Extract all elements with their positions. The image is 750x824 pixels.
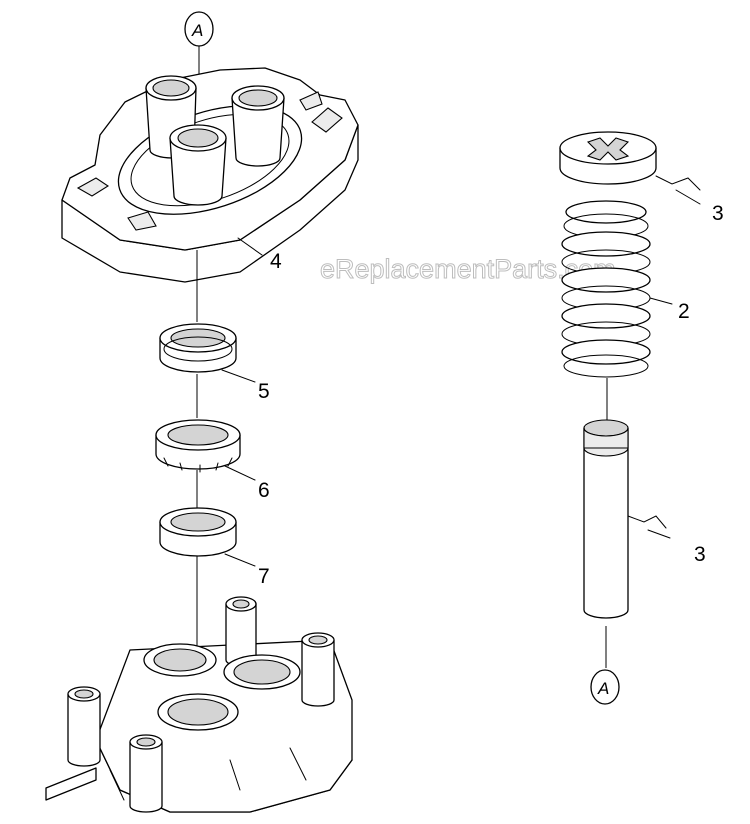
- label-part-3-piston: 3: [694, 543, 706, 566]
- callout-a-top-label: A: [191, 21, 203, 40]
- callout-a-bottom-label: A: [597, 679, 609, 698]
- label-part-7: 7: [258, 565, 270, 588]
- label-part-6: 6: [258, 479, 270, 502]
- valve-housing: [61, 67, 359, 283]
- spring-retainer: [559, 131, 657, 185]
- pump-head: [45, 596, 353, 813]
- spring: [561, 200, 651, 378]
- label-part-2: 2: [678, 300, 690, 323]
- seal-lower: [159, 507, 237, 557]
- piston: [583, 419, 629, 619]
- watermark-text: eReplacementParts.com: [320, 254, 616, 284]
- callout-a-bottom: A: [590, 626, 620, 705]
- seal-upper: [159, 323, 237, 373]
- label-part-3-retainer: 3: [712, 202, 724, 225]
- label-part-5: 5: [258, 380, 270, 403]
- label-part-4: 4: [270, 250, 282, 273]
- seal-middle: [155, 419, 241, 473]
